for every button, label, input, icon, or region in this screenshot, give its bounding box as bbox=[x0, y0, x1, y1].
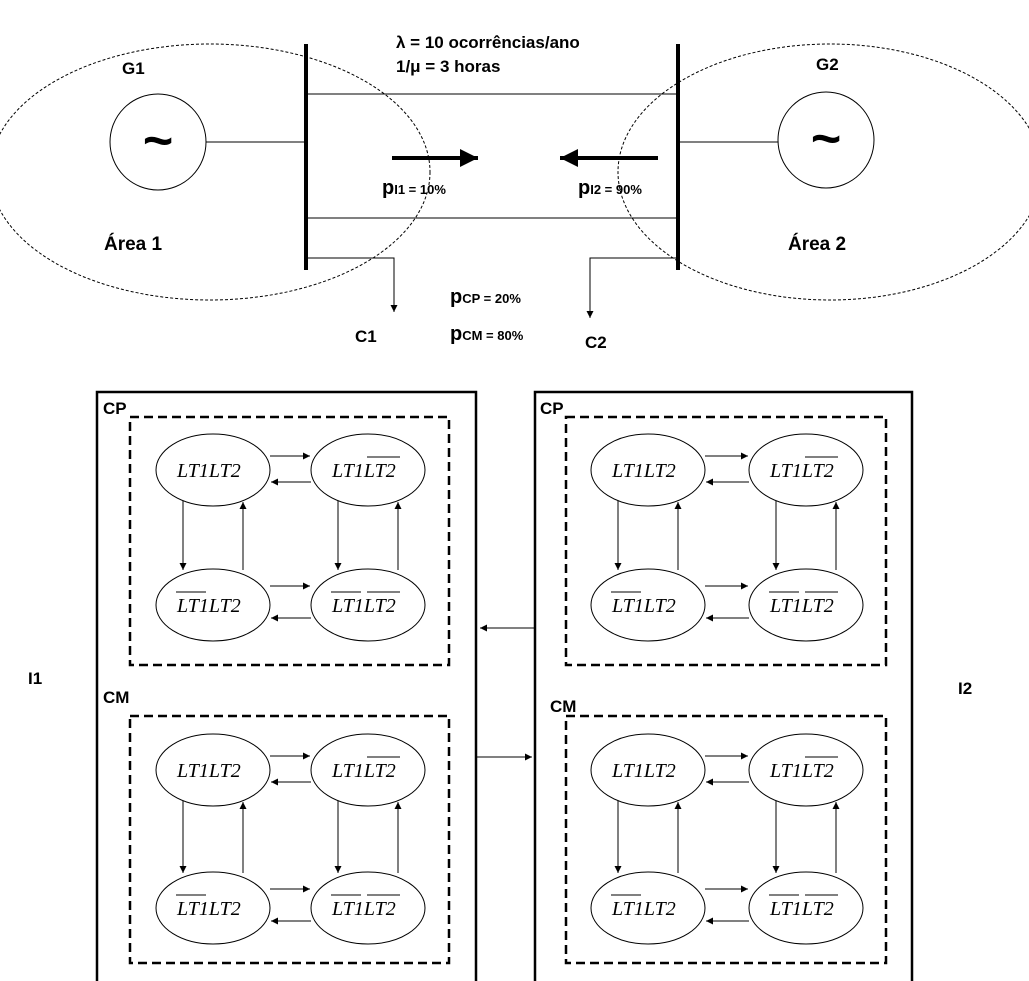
state-down-up bbox=[155, 871, 271, 945]
p-i2-label: pI2 = 90% bbox=[578, 177, 642, 199]
load-c1-feeder bbox=[306, 257, 398, 312]
two-area-system: G1 G2 ~ ~ λ = 10 ocorrências/ano 1/μ = 3… bbox=[0, 33, 1029, 352]
load-c2-feeder bbox=[586, 257, 678, 318]
state-down-down bbox=[748, 568, 864, 642]
state-up-up bbox=[590, 733, 706, 807]
state-up-up-label: LT1LT2 bbox=[611, 760, 676, 782]
state-down-down-label: LT1LT2 bbox=[769, 595, 834, 617]
i2-cp-label: CP bbox=[540, 399, 564, 418]
state-down-down bbox=[748, 871, 864, 945]
p-cm-label: pCM = 80% bbox=[450, 323, 524, 345]
i1-cm-dashed-box bbox=[128, 714, 451, 965]
g2-tilde: ~ bbox=[811, 110, 841, 168]
p-cp-label: pCP = 20% bbox=[450, 286, 521, 308]
state-up-up-label: LT1LT2 bbox=[176, 760, 241, 782]
area1-label: Área 1 bbox=[104, 233, 163, 255]
state-up-down-label: LT1LT2 bbox=[769, 760, 834, 782]
i2-cm-dashed-box bbox=[564, 714, 888, 965]
i1-cm-label: CM bbox=[103, 688, 129, 707]
state-up-down bbox=[310, 733, 426, 807]
area1-boundary bbox=[0, 43, 431, 301]
state-up-up bbox=[155, 433, 271, 507]
g1-tilde: ~ bbox=[143, 112, 173, 170]
p-i1-label: pI1 = 10% bbox=[382, 177, 446, 199]
state-down-up bbox=[590, 568, 706, 642]
state-down-up-label: LT1LT2 bbox=[176, 898, 241, 920]
g1-label: G1 bbox=[122, 59, 145, 78]
i2-label: I2 bbox=[958, 679, 972, 698]
i2-cm-label: CM bbox=[550, 697, 576, 716]
i2-cp-dashed-box bbox=[564, 415, 888, 667]
c2-label: C2 bbox=[585, 333, 607, 352]
state-down-up-label: LT1LT2 bbox=[176, 595, 241, 617]
state-up-down bbox=[748, 733, 864, 807]
state-down-down-label: LT1LT2 bbox=[769, 898, 834, 920]
state-down-up bbox=[155, 568, 271, 642]
state-down-down bbox=[310, 568, 426, 642]
i1-cp-dashed-box bbox=[128, 415, 451, 667]
interval-i2-box bbox=[533, 390, 914, 981]
g2-generator bbox=[777, 91, 875, 189]
state-down-up bbox=[590, 871, 706, 945]
state-down-down-label: LT1LT2 bbox=[331, 898, 396, 920]
area2-boundary bbox=[617, 43, 1029, 301]
state-down-down bbox=[310, 871, 426, 945]
state-up-down-label: LT1LT2 bbox=[331, 460, 396, 482]
state-up-up bbox=[155, 733, 271, 807]
state-down-up-label: LT1LT2 bbox=[611, 595, 676, 617]
state-down-down-label: LT1LT2 bbox=[331, 595, 396, 617]
i1-label: I1 bbox=[28, 669, 42, 688]
state-up-down-label: LT1LT2 bbox=[769, 460, 834, 482]
state-down-up-label: LT1LT2 bbox=[611, 898, 676, 920]
g2-label: G2 bbox=[816, 55, 839, 74]
state-up-up-label: LT1LT2 bbox=[611, 460, 676, 482]
state-up-up-label: LT1LT2 bbox=[176, 460, 241, 482]
failure-rate-label: λ = 10 ocorrências/ano bbox=[396, 33, 580, 52]
state-up-up bbox=[590, 433, 706, 507]
interval-i1-box bbox=[95, 390, 478, 981]
area2-label: Área 2 bbox=[788, 233, 846, 255]
i1-cp-label: CP bbox=[103, 399, 127, 418]
c1-label: C1 bbox=[355, 327, 377, 346]
state-up-down bbox=[310, 433, 426, 507]
repair-time-label: 1/μ = 3 horas bbox=[396, 57, 500, 76]
state-up-down bbox=[748, 433, 864, 507]
state-up-down-label: LT1LT2 bbox=[331, 760, 396, 782]
